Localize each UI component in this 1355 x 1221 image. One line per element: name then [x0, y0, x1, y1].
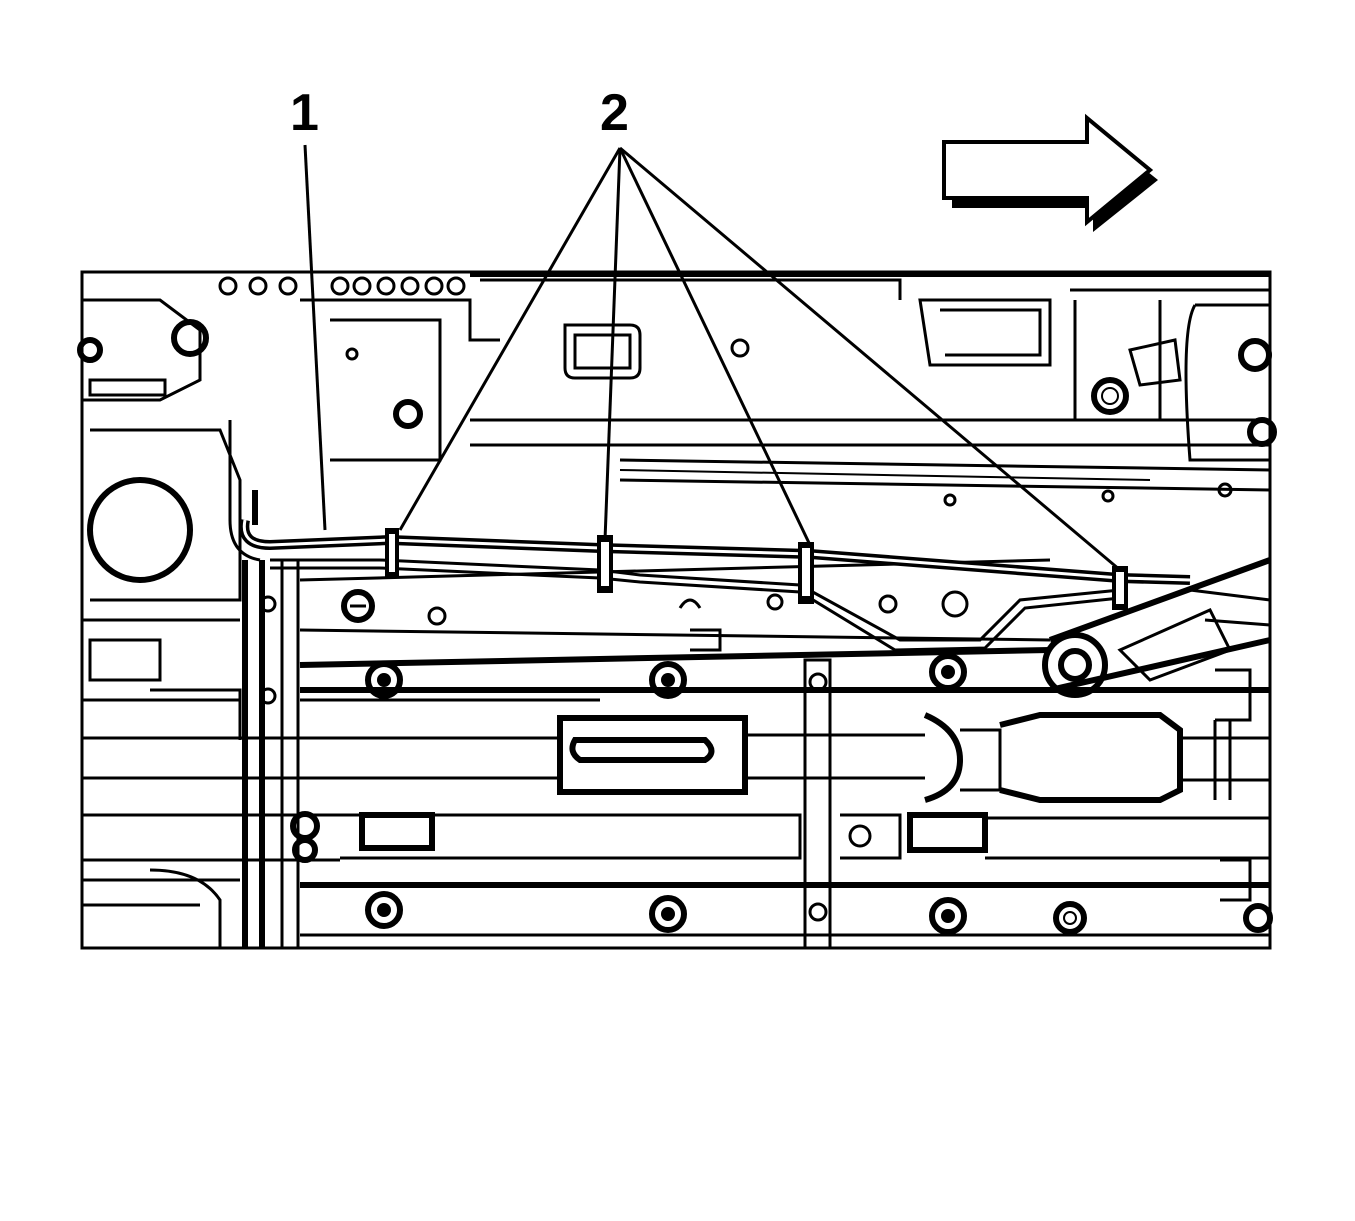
fuel-brake-line-bundle [228, 420, 1191, 652]
callout-1-label: 1 [290, 84, 319, 142]
clip-3 [798, 542, 814, 604]
underbody-structure [77, 270, 1277, 950]
arrow-right-icon [942, 113, 1158, 232]
clip-4 [1112, 566, 1128, 610]
clip-2 [597, 535, 613, 593]
top-hole-row [218, 276, 466, 296]
clip-1 [385, 528, 399, 578]
callout-1-leader [303, 144, 327, 531]
callout-2-leaders [398, 146, 1121, 572]
callout-2-label: 2 [600, 84, 629, 142]
line-retaining-clips [385, 528, 1128, 610]
